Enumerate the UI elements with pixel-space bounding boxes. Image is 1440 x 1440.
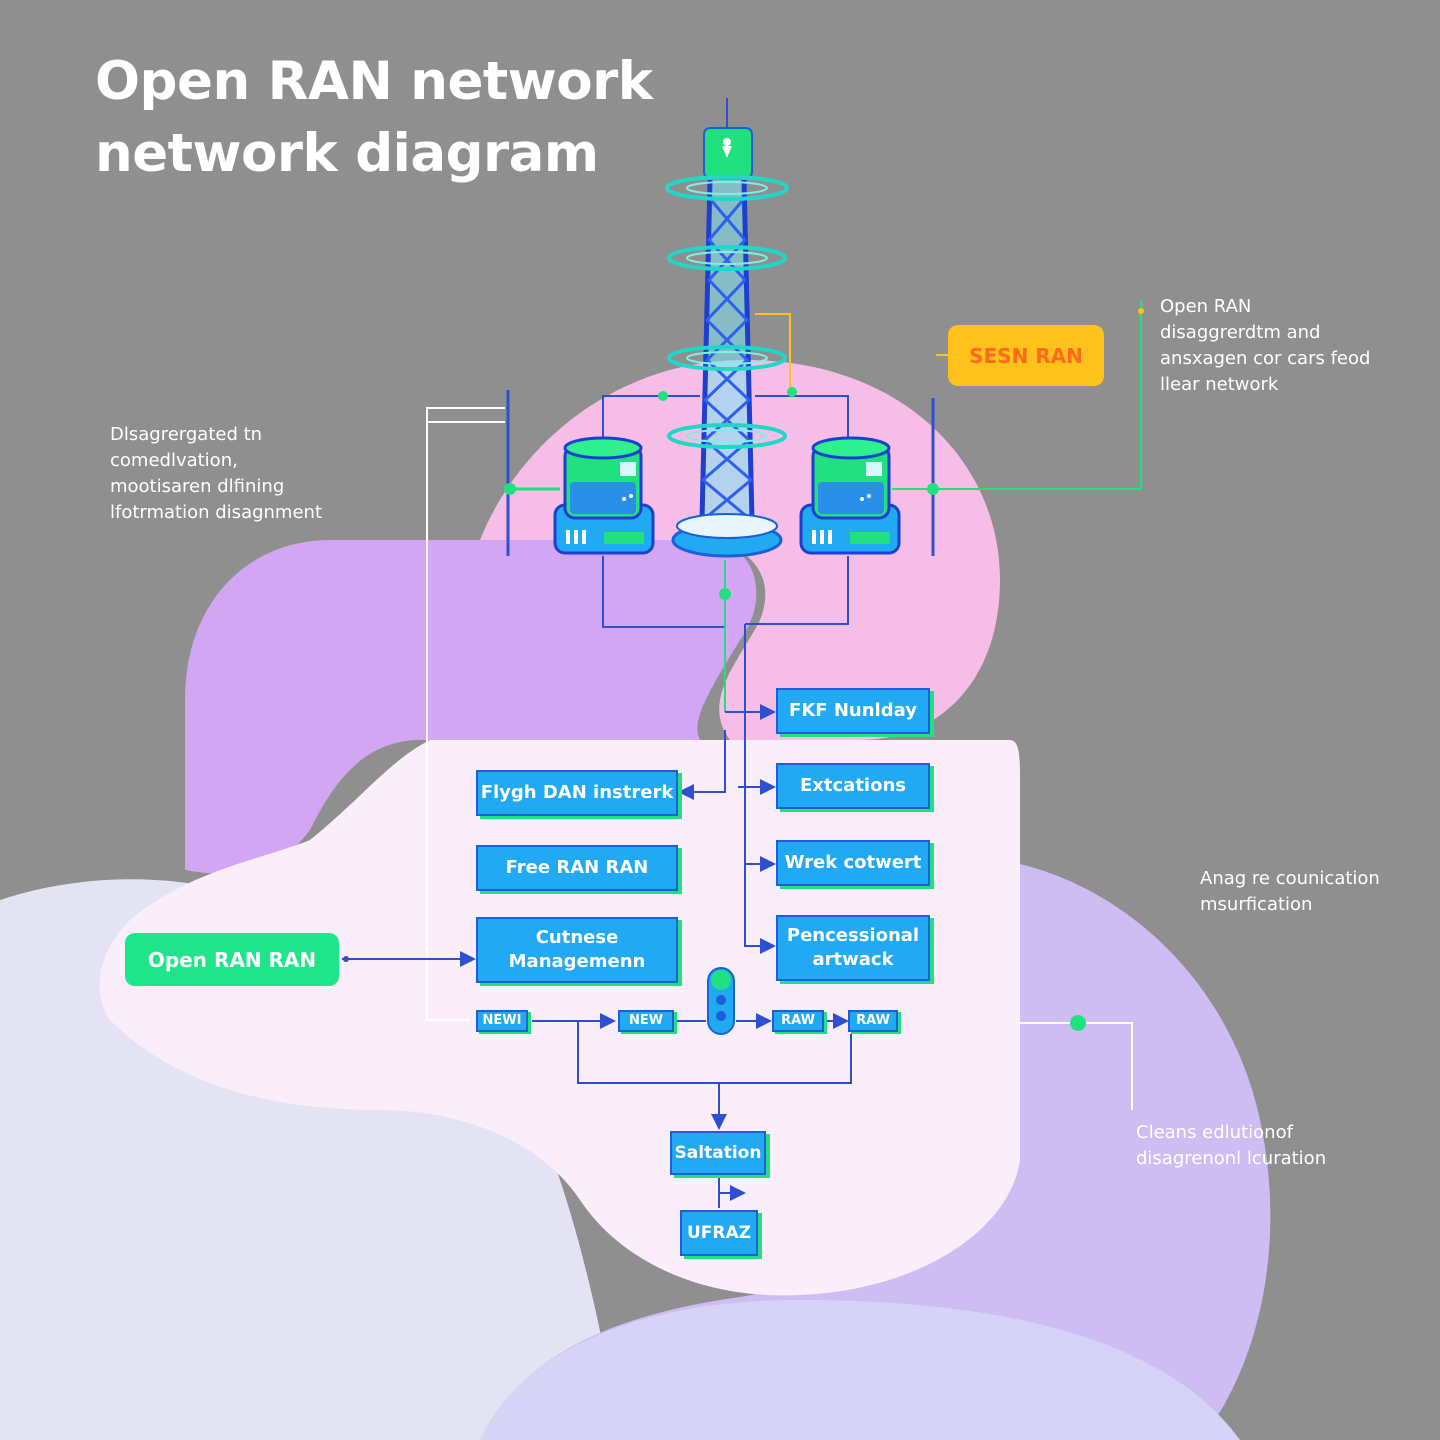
right-bus bbox=[744, 624, 776, 954]
page-title: Open RAN network network diagram bbox=[95, 51, 653, 184]
badge-node bbox=[343, 956, 349, 962]
raw-box-2[interactable]: RAW bbox=[848, 1010, 898, 1032]
blob-periwinkle bbox=[480, 1300, 1240, 1440]
leader-node bbox=[1070, 1015, 1086, 1031]
radio-unit-server-right-icon bbox=[799, 436, 901, 555]
pencessional-artwack-box[interactable]: Pencessional artwack bbox=[776, 915, 930, 981]
note-bottom-right: Cleans edlutionof disagrenonl lcuration bbox=[1136, 1122, 1327, 1169]
node-left bbox=[504, 483, 516, 495]
note-top-right: Open RAN disaggrerdtm and ansxagen cor c… bbox=[1160, 296, 1371, 395]
note-mid-right: Anag re counication msurfication bbox=[1200, 868, 1380, 915]
ufraz-box[interactable]: UFRAZ bbox=[680, 1210, 758, 1256]
tower-link-right bbox=[755, 395, 849, 440]
wrek-cotwert-box[interactable]: Wrek cotwert bbox=[776, 840, 930, 886]
tower-link-left bbox=[602, 395, 700, 440]
server-left-down bbox=[602, 556, 725, 628]
free-ran-ran-box[interactable]: Free RAN RAN bbox=[476, 845, 678, 891]
flygh-dan-instrerk-box[interactable]: Flygh DAN instrerk bbox=[476, 770, 678, 816]
trunk-node bbox=[719, 588, 731, 600]
extcations-box[interactable]: Extcations bbox=[776, 763, 930, 809]
guide-line-left bbox=[426, 407, 505, 1021]
radio-unit-server-left-icon bbox=[553, 436, 655, 555]
merge-bracket bbox=[577, 1022, 852, 1084]
router-node-icon bbox=[707, 967, 735, 1035]
blob-purple-right bbox=[480, 860, 1271, 1440]
cutnese-managemenn-box[interactable]: Cutnese Managemenn bbox=[476, 917, 678, 983]
new-box-2[interactable]: NEW bbox=[618, 1010, 674, 1032]
tower-to-badge bbox=[755, 313, 791, 392]
node-top-right bbox=[1138, 308, 1144, 314]
cell-tower-icon bbox=[665, 98, 789, 558]
open-ran-ran-badge[interactable]: Open RAN RAN bbox=[125, 933, 339, 986]
note-left: Dlsagrergated tn comedlvation, mootisare… bbox=[110, 424, 323, 523]
leader-bottom-right bbox=[1020, 1022, 1133, 1110]
server-right-down bbox=[745, 556, 849, 625]
node-right bbox=[927, 483, 939, 495]
trunk-to-flygh bbox=[678, 730, 726, 800]
tower-node-right bbox=[787, 387, 797, 397]
blob-purple-left bbox=[185, 540, 757, 874]
raw-box-1[interactable]: RAW bbox=[772, 1010, 824, 1032]
tower-node-left bbox=[658, 391, 668, 401]
saltation-box[interactable]: Saltation bbox=[670, 1131, 766, 1175]
fkf-nunlday-box[interactable]: FKF Nunlday bbox=[776, 688, 930, 734]
sesn-ran-badge[interactable]: SESN RAN bbox=[948, 325, 1104, 386]
new-box-1[interactable]: NEWI bbox=[476, 1010, 528, 1032]
